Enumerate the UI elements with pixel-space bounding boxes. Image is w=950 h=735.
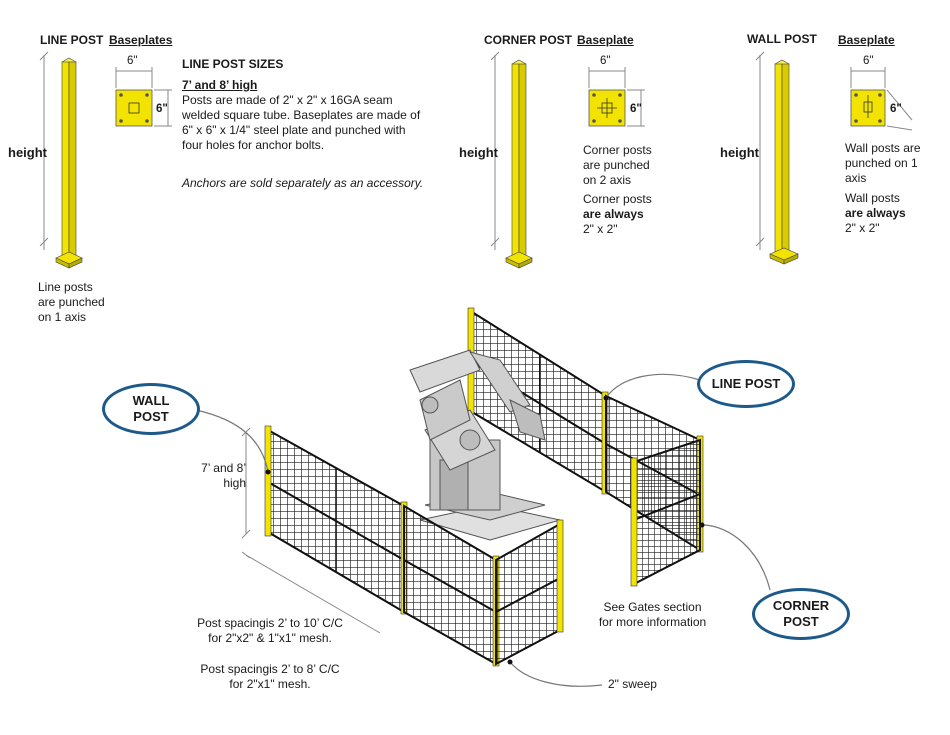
line-baseplates-title: Baseplates — [109, 33, 173, 47]
wall-post-title: WALL POST — [747, 32, 817, 46]
callout-line-post-label: LINE POST — [711, 376, 781, 391]
wall-always-note: Wall posts are always 2" x 2" — [845, 191, 930, 236]
corner-dim-w: 6" — [600, 55, 611, 67]
height-note-l2: high — [223, 476, 246, 490]
corner-post-drawing — [490, 51, 533, 269]
wall-baseplate-drawing — [850, 67, 913, 131]
wall-always-post: 2" x 2" — [845, 221, 880, 235]
callout-wall-post-l2: POST — [133, 409, 169, 424]
height-note-l1: 7’ and 8’ — [201, 461, 246, 475]
line-dim-h: 6" — [156, 103, 168, 115]
corner-baseplate-title: Baseplate — [577, 33, 634, 47]
spacing-b-l1: Post spacingis 2’ to 8’ C/C — [200, 662, 340, 676]
callout-corner-post-l1: CORNER — [772, 598, 830, 613]
spacing-note-b: Post spacingis 2’ to 8’ C/C for 2"x1" me… — [170, 662, 370, 692]
line-punch-note: Line posts are punched on 1 axis — [38, 280, 105, 324]
spacing-a-l2: for 2"x2" & 1"x1" mesh. — [208, 631, 332, 645]
corner-punch-note: Corner posts are punched on 2 axis — [583, 143, 652, 187]
wall-punch-note: Wall posts are punched on 1 axis — [845, 141, 921, 185]
corner-dim-h: 6" — [630, 103, 642, 115]
spacing-note-a: Post spacingis 2’ to 10’ C/C for 2"x2" &… — [170, 616, 370, 646]
callout-line-post: LINE POST — [697, 360, 795, 408]
wall-dim-h: 6" — [890, 103, 902, 115]
wall-post-drawing — [755, 51, 799, 265]
callout-wall-post-l1: WALL — [132, 393, 170, 408]
corner-always-note: Corner posts are always 2" x 2" — [583, 192, 673, 237]
corner-always-post: 2" x 2" — [583, 222, 618, 236]
corner-post-title: CORNER POST — [484, 33, 573, 47]
spacing-a-l1: Post spacingis 2’ to 10’ C/C — [197, 616, 343, 630]
gates-note: See Gates section for more information — [585, 600, 720, 630]
line-post-drawing — [39, 51, 83, 269]
fence-front-left-panel — [264, 425, 408, 615]
corner-always-bold: are always — [583, 207, 644, 221]
line-height-label: height — [8, 145, 47, 160]
line-post-title: LINE POST — [40, 33, 104, 47]
gates-note-l2: for more information — [598, 615, 707, 629]
wall-height-label: height — [720, 145, 759, 160]
line-dim-w: 6" — [127, 55, 138, 67]
line-baseplate-drawing — [115, 67, 172, 127]
line-sizes-sub: 7’ and 8’ high — [182, 78, 258, 92]
line-sizes-title: LINE POST SIZES — [182, 57, 284, 71]
wall-baseplate-title: Baseplate — [838, 33, 895, 47]
fence-front-right-panel — [495, 519, 564, 666]
anchors-note: Anchors are sold separately as an access… — [182, 176, 424, 190]
sweep-note: 2" sweep — [608, 677, 657, 691]
gate-panel — [630, 438, 701, 587]
wall-always-bold: are always — [845, 206, 906, 220]
gates-note-l1: See Gates section — [603, 600, 702, 614]
corner-height-label: height — [459, 145, 498, 160]
height-note: 7’ and 8’ high — [190, 461, 246, 491]
spacing-b-l2: for 2"x1" mesh. — [229, 677, 311, 691]
robot-drawing — [409, 349, 561, 541]
callout-corner-post-l2: POST — [783, 614, 819, 629]
wall-always-pre: Wall posts — [845, 191, 900, 205]
line-post-desc: Posts are made of 2" x 2" x 16GA seam we… — [182, 93, 421, 152]
corner-always-pre: Corner posts — [583, 192, 652, 206]
corner-baseplate-drawing — [588, 67, 645, 127]
wall-dim-w: 6" — [863, 55, 874, 67]
